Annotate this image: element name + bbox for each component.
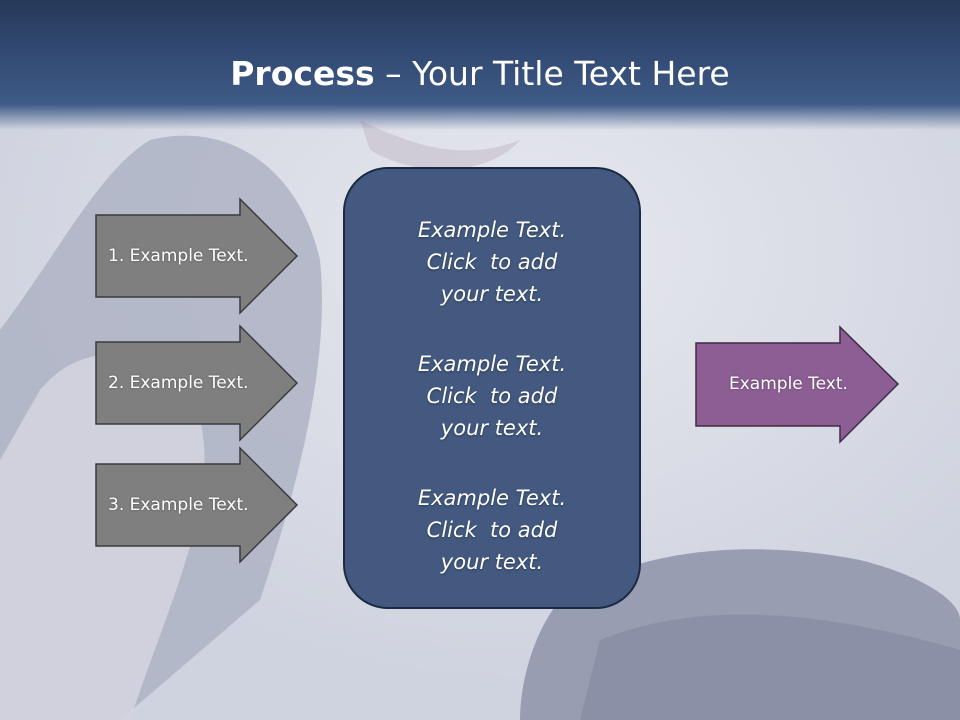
center-paragraph-1: Example Text. Click to add your text. [345,214,639,310]
paragraph-line: Click to add [426,250,558,274]
paragraph-line: Example Text. [417,352,567,376]
paragraph-line: Click to add [426,518,558,542]
left-arrow-1-label: 1. Example Text. [108,246,249,266]
left-arrow-3[interactable] [95,446,299,564]
paragraph-line: your text. [440,282,544,306]
slide-title[interactable]: Process – Your Title Text Here [0,52,960,96]
left-arrow-3-label: 3. Example Text. [108,495,249,515]
title-bar: Process – Your Title Text Here [0,0,960,130]
title-rest-text: – Your Title Text Here [374,54,730,93]
center-box-text: Example Text. Click to add your text. Ex… [345,214,639,616]
title-bold-text: Process [230,54,375,93]
paragraph-line: Click to add [426,384,558,408]
paragraph-line: your text. [440,550,544,574]
center-paragraph-3: Example Text. Click to add your text. [345,482,639,578]
left-arrow-1[interactable] [95,197,299,315]
paragraph-line: Example Text. [417,486,567,510]
left-arrow-2-label: 2. Example Text. [108,373,249,393]
paragraph-line: Example Text. [417,218,567,242]
left-arrow-2[interactable] [95,324,299,442]
right-arrow-label: Example Text. [729,374,848,394]
center-paragraph-2: Example Text. Click to add your text. [345,348,639,444]
paragraph-line: your text. [440,416,544,440]
right-arrow[interactable] [695,325,900,444]
center-box[interactable] [343,167,641,609]
